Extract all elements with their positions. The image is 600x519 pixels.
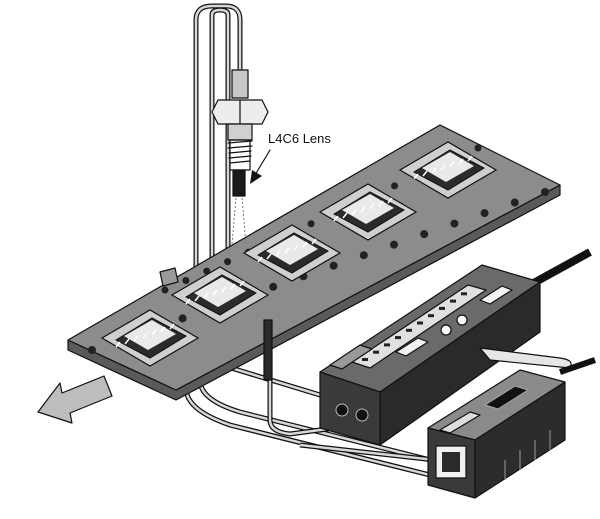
ic-chips: [100, 141, 498, 367]
board-hole: [224, 258, 232, 266]
board-hole: [474, 144, 482, 152]
amplifier-led: [395, 336, 401, 340]
board-hole: [359, 251, 368, 260]
board-hole: [182, 277, 190, 285]
direction-arrow-icon: [37, 375, 113, 424]
amplifier-led: [373, 350, 379, 354]
amplifier-led: [417, 321, 423, 325]
amplifier-led: [450, 299, 456, 303]
amplifier-icon: [319, 248, 592, 446]
conveyor-board: [67, 124, 561, 401]
board-hole: [391, 182, 399, 190]
amplifier-led: [439, 306, 445, 310]
amplifier-led-row: [362, 292, 467, 361]
board-hole: [390, 240, 398, 249]
light-beam: [231, 197, 247, 245]
ic-chip: [242, 224, 342, 282]
lens-callout: L4C6 Lens: [250, 131, 331, 184]
board-hole: [480, 209, 489, 218]
ic-chip: [318, 183, 418, 241]
board-hole: [178, 314, 187, 323]
board-hole: [420, 230, 429, 239]
ic-chip: [398, 141, 498, 199]
amplifier-cable: [528, 248, 592, 289]
fiber-optic-sensor-icon: [211, 69, 269, 245]
board-probe: [263, 319, 273, 381]
board-hole: [203, 267, 211, 275]
board-hole: [161, 286, 169, 294]
ic-chip: [100, 309, 200, 367]
board-hole: [329, 261, 338, 270]
small-amplifier: [427, 357, 596, 499]
board-hole: [269, 282, 278, 291]
board-hole: [307, 220, 315, 228]
board-hole: [88, 346, 96, 354]
amplifier-led: [406, 328, 412, 332]
amplifier-led: [362, 358, 368, 361]
board-hole: [450, 219, 459, 228]
board-hole: [510, 198, 519, 207]
lens-callout-label: L4C6 Lens: [268, 131, 331, 146]
board-hole: [541, 188, 549, 196]
thread-lines: [227, 140, 253, 164]
amplifier-led: [384, 343, 390, 347]
ic-chip: [170, 266, 270, 324]
amplifier-led: [428, 314, 434, 318]
amplifier-led: [461, 292, 467, 296]
